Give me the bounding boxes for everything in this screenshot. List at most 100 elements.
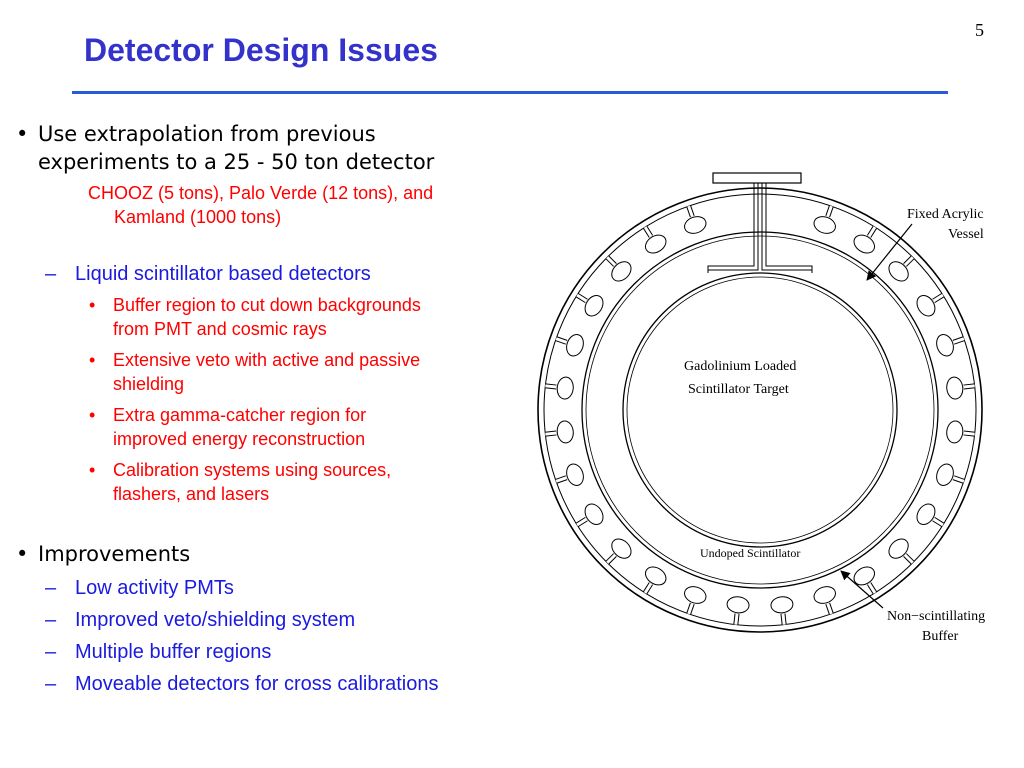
list-item-line2: from PMT and cosmic rays [113,319,327,339]
sub-bullet-liquid-scintillator: – Liquid scintillator based detectors [45,261,545,287]
bullet-label: Improvements [38,542,191,566]
sub-bullet-text: Moveable detectors for cross calibration… [75,673,439,695]
pmt-base-fill [781,613,786,625]
pmt-base-fill [555,476,567,483]
pmt-bulb [853,234,876,254]
pmt [605,255,632,282]
pmt [888,538,915,565]
slide-number: 5 [975,20,984,40]
label-undoped-scintillator: Undoped Scintillator [700,546,800,560]
pmt-bulb [566,334,584,357]
pmt-bulb [684,586,707,604]
pmt [813,205,836,234]
pmt-bulb [936,463,954,486]
pmt-bulb [584,294,604,317]
pmt-bulb [584,503,604,526]
arrow-acrylic-vessel [866,223,913,281]
pmt-base-fill [687,603,694,615]
pmt-bulb [556,420,574,444]
pmt-bulb [853,566,876,586]
sub-bullet-text: Multiple buffer regions [75,641,272,663]
list-item-line2: improved energy reconstruction [113,429,366,449]
pmt-base-fill [687,205,694,217]
pmt [853,225,878,254]
target-vessel-outer [622,272,898,548]
bullet-improvements: • Improvements [16,540,538,568]
pmt [888,255,915,282]
pmt-base-fill [903,256,914,267]
list-item-line1: Extra gamma-catcher region for [113,405,367,425]
pmt-bulb [946,420,964,444]
outer-vessel-wall [537,187,983,633]
pmt-bulb [813,216,836,234]
pmt-base-fill [953,337,965,344]
pmt-base-fill [545,431,557,436]
list-item: • Extra gamma-catcher region for improve… [89,403,533,451]
sub-bullet-label: Liquid scintillator based detectors [75,263,371,285]
pmt-base-fill [963,431,975,436]
pmt [916,503,945,528]
label-buffer: Buffer [922,629,959,644]
list-item-line1: Extensive veto with active and passive [113,350,421,370]
dash-marker: – [45,577,57,599]
pmt-bulb [888,261,909,282]
pmt-base-fill [606,553,617,564]
pmt [575,292,604,317]
pmt-bulb [916,503,936,526]
pmt-bulb [916,294,936,317]
pmt-base-fill [606,256,617,267]
pmt-bulb [726,596,750,614]
dash-marker: – [45,609,57,631]
pmt-base-fill [826,603,833,615]
pmt-bulb [611,538,632,559]
pmt [916,292,945,317]
bullet-text-line2: experiments to a 25 - 50 ton detector [38,150,435,174]
pmt-base-fill [576,517,588,527]
list-item-line1: Calibration systems using sources, [113,460,392,480]
pmt [770,596,794,625]
pmt-base-fill [903,553,914,564]
pmt [946,420,975,444]
bullet-text-line1: Use extrapolation from previous [38,122,376,146]
list-item: • Buffer region to cut down backgrounds … [89,293,533,341]
sub-bullet-item: – Low activity PMTs [45,575,545,601]
pmt-base-fill [643,226,653,238]
pmt [684,586,707,615]
label-non-scintillating: Non−scintillating [887,609,985,624]
pmt-bulb [611,261,632,282]
sub-bullet-text: Improved veto/shielding system [75,609,356,631]
page-title: Detector Design Issues [84,32,438,68]
pmt-base-fill [932,293,944,303]
bullet-dot: • [89,295,96,315]
pmt-array [545,205,975,625]
pmt-bulb [644,234,667,254]
pmt [642,225,667,254]
pmt-base-fill [932,517,944,527]
pmt-bulb [936,334,954,357]
bullet-dot: • [89,405,96,425]
acrylic-vessel-inner [585,235,935,585]
pmt [555,334,584,357]
note-line1: CHOOZ (5 tons), Palo Verde (12 tons), an… [88,183,434,203]
pmt [936,463,965,486]
pmt [642,566,667,595]
pmt [936,334,965,357]
pmt-base-fill [867,226,877,238]
pmt [946,376,975,400]
pmt-base-fill [867,582,877,594]
pmt [545,420,574,444]
pmt-bulb [566,463,584,486]
pmt [853,566,878,595]
label-fixed-acrylic: Fixed Acrylic [907,207,984,222]
list-item: • Extensive veto with active and passive… [89,348,533,396]
sub-bullet-item: – Improved veto/shielding system [45,607,545,633]
title-divider [72,91,948,94]
pmt [555,463,584,486]
pmt-bulb [556,376,574,400]
pmt-base-fill [826,205,833,217]
bullet-extrapolation: • Use extrapolation from previous experi… [16,120,538,176]
acrylic-vessel-outer [581,231,939,589]
pmt [605,538,632,565]
pmt-bulb [684,216,707,234]
sub-bullet-item: – Moveable detectors for cross calibrati… [45,671,545,697]
